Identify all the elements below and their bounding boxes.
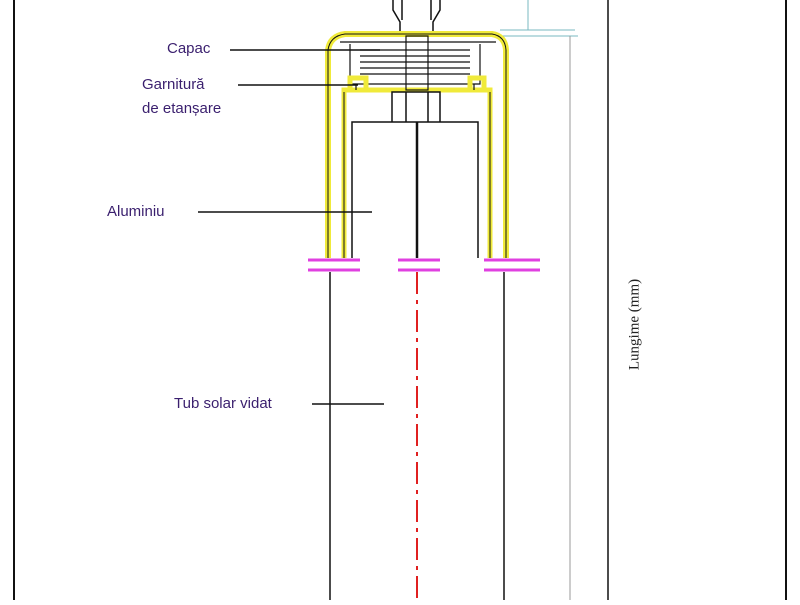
- label-tub: Tub solar vidat: [174, 395, 272, 412]
- leader-lines: [198, 49, 384, 405]
- top-valve: [392, 0, 441, 32]
- top-dimension-lines: [500, 0, 578, 600]
- seal-gasket: [347, 75, 487, 90]
- magenta-flanges: [308, 258, 540, 272]
- label-capac: Capac: [167, 40, 211, 57]
- label-lungime: Lungime (mm): [626, 278, 643, 371]
- label-aluminiu: Aluminiu: [107, 203, 165, 220]
- cap-internal: [340, 35, 496, 91]
- label-garnitura-2: de etanșare: [142, 100, 222, 117]
- aluminium-body: [351, 91, 479, 258]
- cap-yellow: [325, 31, 509, 258]
- vacuum-tube: [329, 272, 505, 600]
- label-garnitura-1: Garnitură: [142, 76, 205, 93]
